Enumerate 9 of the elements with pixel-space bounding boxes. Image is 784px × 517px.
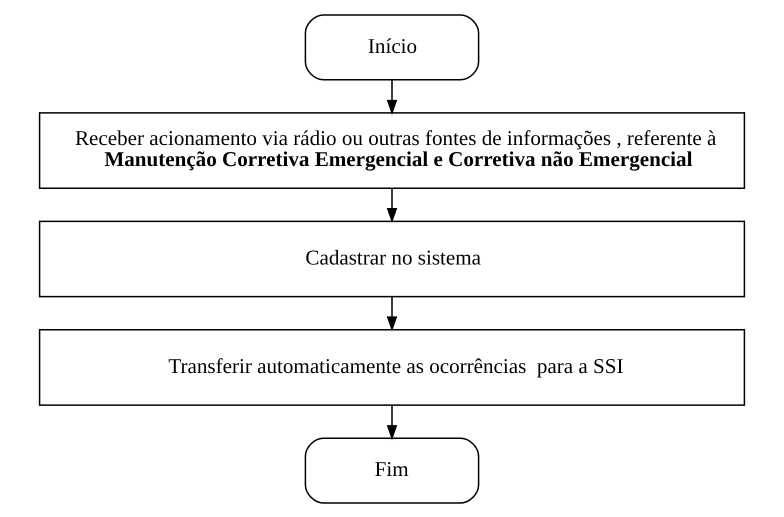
node-box: Transferir automaticamente as ocorrências para a SSI (38, 328, 746, 406)
arrow (386, 296, 398, 331)
node-box: Início (304, 14, 480, 80)
arrow (386, 188, 398, 223)
node-box: Cadastrar no sistema (38, 220, 746, 297)
node-box: Fim (304, 436, 480, 504)
node-box: Receber acionamento via rádio ou outras fontes de informações , referente à Manutenção Corretiva Emergencial e Corretiva não Emergencial (38, 112, 746, 188)
arrow (386, 404, 398, 440)
arrow (386, 80, 398, 114)
